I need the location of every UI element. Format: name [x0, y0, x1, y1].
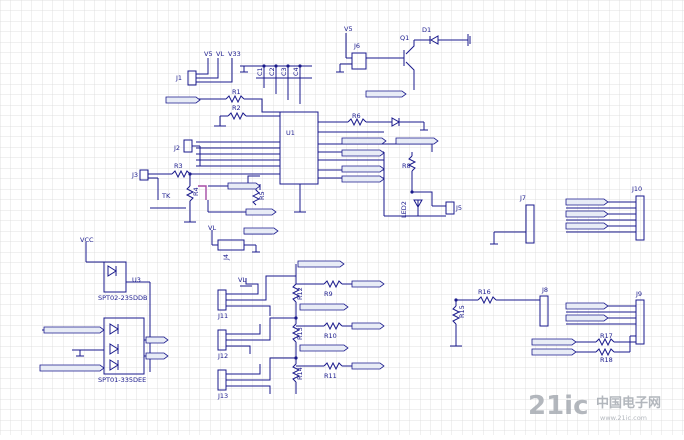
label-r6: R6: [352, 112, 361, 120]
label-v5: V5: [204, 50, 213, 58]
net-flag: [395, 137, 439, 145]
label-j11: J11: [217, 312, 228, 320]
label-vl: VL: [216, 50, 224, 58]
label-c2: C2: [268, 67, 276, 76]
label-r1: R1: [232, 88, 241, 96]
net-flag: [243, 227, 279, 235]
label-u3: U3: [132, 276, 141, 284]
net-flag: [43, 326, 105, 334]
net-flag: [341, 165, 385, 173]
label-j4: J4: [222, 254, 230, 261]
watermark-logo: 21ic: [528, 391, 589, 421]
net-flag: [365, 90, 407, 98]
label-v5-j6: V5: [344, 25, 353, 33]
label-u1: U1: [286, 129, 295, 137]
label-r15: R15: [458, 305, 466, 318]
net-flag: [351, 322, 385, 330]
net-flag: [145, 336, 169, 344]
label-r11: R11: [324, 372, 337, 380]
net-flag: [341, 137, 387, 145]
label-j7: J7: [519, 194, 526, 202]
component-labels: U1 U3 Q1 D1 J1 J2 J3 J4 J5 J6 J7 J8 J9 J…: [80, 25, 642, 400]
label-j6: J6: [353, 42, 360, 50]
label-j13: J13: [217, 392, 228, 400]
net-flag: [299, 344, 349, 352]
junction-dots: [188, 64, 458, 360]
net-flag: [341, 149, 385, 157]
label-c3: C3: [280, 67, 288, 76]
label-r9: R9: [324, 290, 333, 298]
net-flag: [297, 260, 345, 268]
label-led2: LED2: [400, 201, 408, 218]
label-r16: R16: [478, 288, 491, 296]
label-v33: V33: [228, 50, 241, 58]
label-j10: J10: [631, 185, 642, 193]
label-spt02: SPT02-235DDB: [98, 294, 148, 302]
label-r3: R3: [174, 162, 183, 170]
label-tk: TK: [161, 192, 171, 200]
label-c4: C4: [292, 67, 300, 76]
label-c1: C1: [256, 67, 264, 76]
label-vcc: VCC: [80, 236, 94, 244]
net-flag: [565, 302, 609, 310]
label-j9: J9: [635, 290, 642, 298]
net-flag: [341, 175, 385, 183]
net-flag: [565, 210, 609, 218]
net-flag: [565, 314, 609, 322]
label-r13: R13: [296, 327, 304, 340]
watermark: 21ic 中国电子网 www.21ic.com: [528, 391, 661, 422]
label-r17: R17: [600, 332, 613, 340]
label-r4: R4: [192, 187, 200, 196]
net-label-flags: [39, 90, 609, 372]
net-flag: [565, 198, 609, 206]
watermark-cn: 中国电子网: [596, 395, 661, 411]
net-flag: [531, 338, 577, 346]
label-vl-j4: VL: [208, 224, 216, 232]
label-r14: R14: [296, 367, 304, 380]
watermark-url: www.21ic.com: [600, 414, 647, 422]
label-j8: J8: [541, 286, 548, 294]
net-flag: [351, 362, 385, 370]
label-r10: R10: [324, 332, 337, 340]
net-flag: [165, 96, 201, 104]
net-flag: [227, 182, 261, 190]
label-j2: J2: [173, 144, 180, 152]
label-spt01: SPT01-335DEE: [98, 376, 146, 384]
net-flag: [39, 364, 105, 372]
label-r12: R12: [296, 287, 304, 300]
net-flag: [245, 208, 277, 216]
label-r8: R8: [402, 162, 411, 170]
label-d1: D1: [422, 26, 431, 34]
label-j12: J12: [217, 352, 228, 360]
label-r18: R18: [600, 356, 613, 364]
net-flag: [299, 303, 349, 311]
label-q1: Q1: [400, 34, 409, 42]
label-r5: R5: [258, 191, 266, 200]
net-flag: [145, 352, 169, 360]
net-flag: [565, 222, 609, 230]
net-flag: [351, 280, 385, 288]
label-r2: R2: [232, 104, 241, 112]
net-flag: [531, 348, 577, 356]
label-vl-j11: VL: [238, 276, 246, 284]
label-j3: J3: [131, 171, 138, 179]
highlight-trace: [198, 185, 207, 200]
label-j1: J1: [175, 74, 182, 82]
label-j5: J5: [455, 204, 462, 212]
